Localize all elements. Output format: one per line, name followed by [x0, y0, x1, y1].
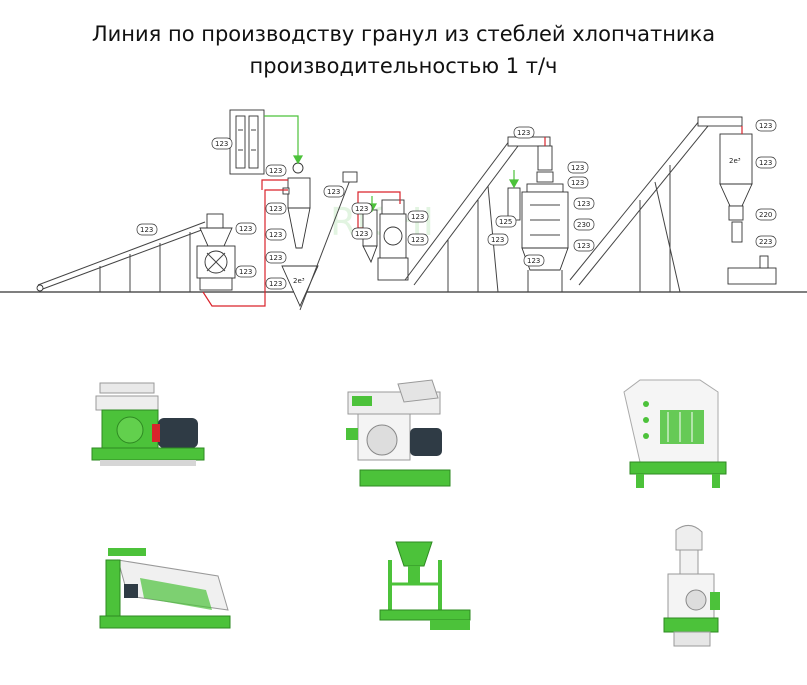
svg-text:123: 123 [355, 230, 368, 238]
callout: 123 [265, 164, 287, 177]
callout: 123 [573, 239, 595, 252]
screw-conveyor [299, 171, 358, 311]
svg-text:123: 123 [239, 225, 252, 233]
svg-text:123: 123 [355, 205, 368, 213]
callout: 123 [567, 161, 589, 174]
svg-text:123: 123 [215, 140, 228, 148]
svg-text:123: 123 [411, 213, 424, 221]
svg-text:125: 125 [499, 218, 512, 226]
svg-text:123: 123 [269, 205, 282, 213]
callout: 123 [487, 233, 509, 246]
callout: 123 [523, 254, 545, 267]
callout: 123 [567, 176, 589, 189]
svg-text:123: 123 [759, 122, 772, 130]
page-subtitle: производительностью 1 т/ч [249, 54, 558, 78]
svg-text:123: 123 [577, 242, 590, 250]
svg-text:123: 123 [269, 280, 282, 288]
cooler-unit [507, 145, 569, 292]
cyclone-unit: 2e³ [281, 162, 319, 308]
callout: 123 [351, 202, 373, 215]
gallery-bucket-elevator [663, 525, 720, 647]
svg-text:123: 123 [517, 129, 530, 137]
svg-text:123: 123 [571, 164, 584, 172]
svg-text:123: 123 [759, 159, 772, 167]
svg-text:123: 123 [411, 236, 424, 244]
callout: 123 [265, 202, 287, 215]
gallery-pellet-mill [346, 379, 451, 487]
svg-text:123: 123 [239, 268, 252, 276]
gallery-cooler [623, 379, 727, 488]
callouts: 123 123 123 123 123 123 123 123 123 123 … [136, 119, 777, 290]
bin-label-2: 2e³ [729, 157, 741, 165]
callout: 123 [265, 277, 287, 290]
svg-text:223: 223 [759, 238, 772, 246]
callout: 123 [407, 210, 429, 223]
callout: 220 [755, 208, 777, 221]
callout: 125 [495, 215, 517, 228]
callout: 123 [755, 119, 777, 132]
svg-text:123: 123 [140, 226, 153, 234]
callout: 123 [755, 156, 777, 169]
callout: 123 [265, 228, 287, 241]
svg-text:123: 123 [269, 167, 282, 175]
svg-text:123: 123 [571, 179, 584, 187]
svg-text:123: 123 [327, 188, 340, 196]
callout: 230 [573, 218, 595, 231]
callout: 123 [351, 227, 373, 240]
callout: 123 [235, 265, 257, 278]
control-cabinet [229, 109, 265, 175]
pellet-mill-unit [362, 199, 409, 281]
svg-text:230: 230 [577, 221, 590, 229]
belt-conveyor [36, 221, 208, 292]
gallery-hammer-mill [91, 382, 205, 466]
bucket-elevator-2 [569, 116, 743, 293]
bucket-elevator-1 [404, 136, 551, 293]
svg-text:123: 123 [269, 254, 282, 262]
callout: 123 [513, 126, 535, 139]
callout: 123 [323, 185, 345, 198]
callout: 123 [211, 137, 233, 150]
svg-text:123: 123 [491, 236, 504, 244]
svg-text:123: 123 [527, 257, 540, 265]
callout: 123 [407, 233, 429, 246]
svg-text:123: 123 [577, 200, 590, 208]
bin-label: 2e³ [293, 277, 305, 285]
packing-unit: 2e³ [719, 133, 777, 285]
callout: 223 [755, 235, 777, 248]
hammer-mill-unit [196, 213, 236, 291]
callout: 123 [265, 251, 287, 264]
callout: 123 [235, 222, 257, 235]
svg-text:123: 123 [269, 231, 282, 239]
callout: 123 [136, 223, 158, 236]
page-title: Линия по производству гранул из стеблей … [91, 22, 716, 46]
gallery-vibrating-screen [99, 548, 231, 629]
gallery-packing-scale [379, 541, 471, 630]
svg-text:220: 220 [759, 211, 772, 219]
callout: 123 [573, 197, 595, 210]
